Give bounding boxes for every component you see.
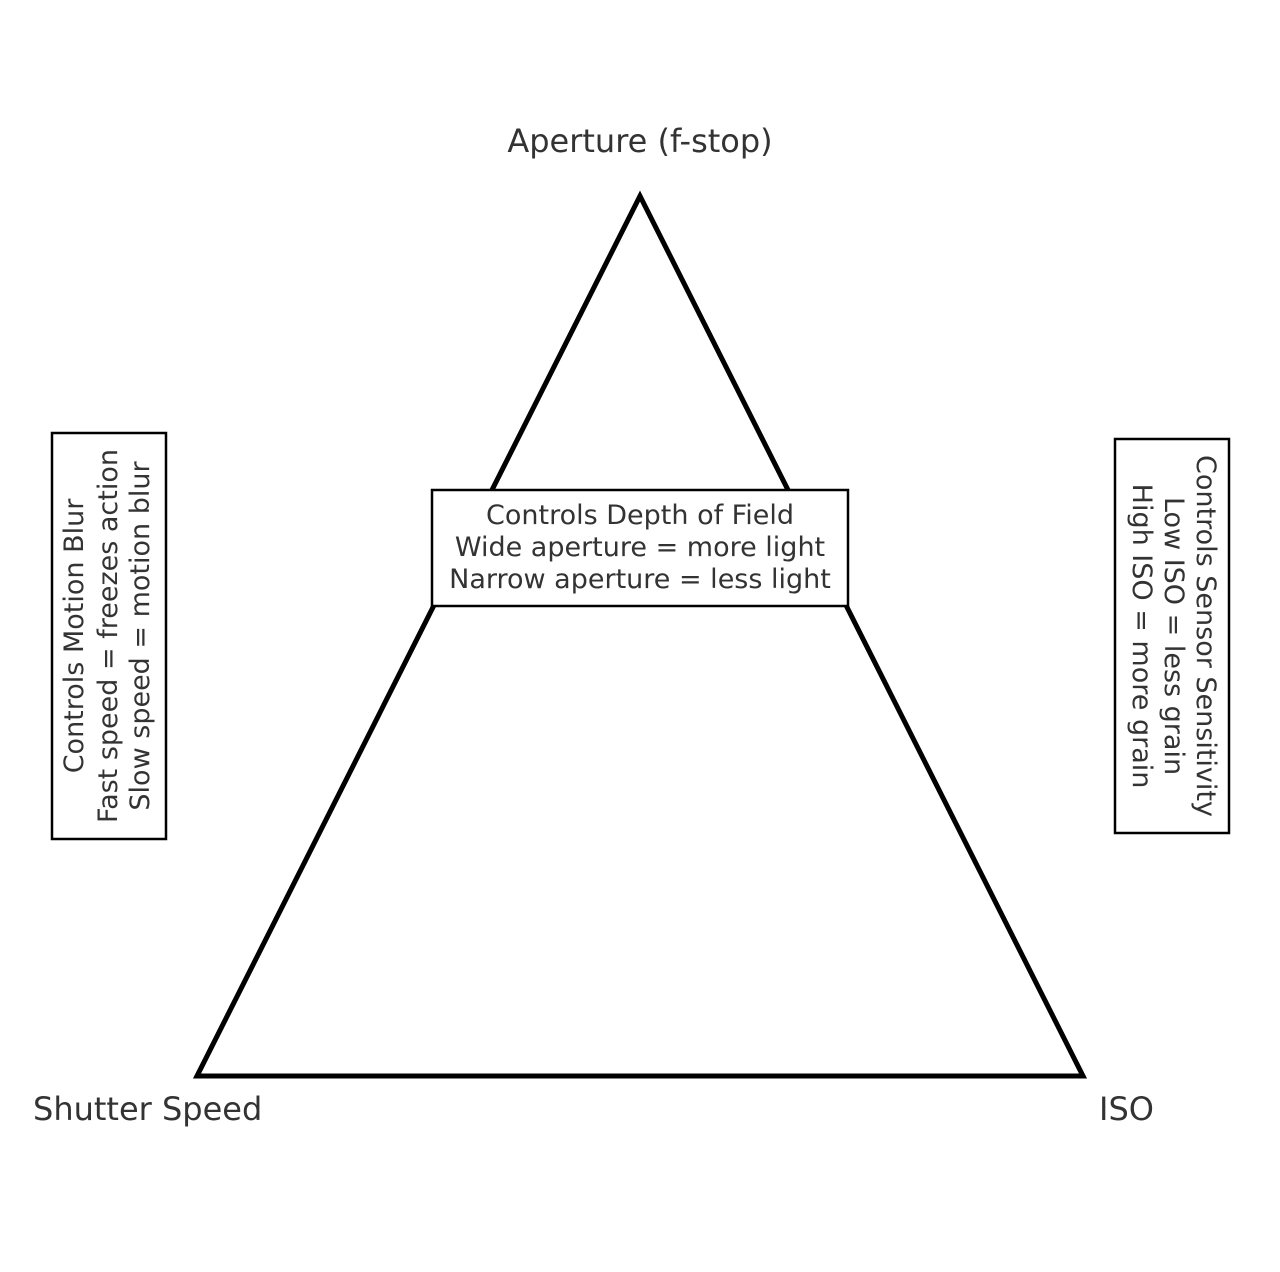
shutter-speed-note-line-1: Controls Motion Blur bbox=[59, 498, 90, 774]
shutter-speed-note: Controls Motion Blur Fast speed = freeze… bbox=[50, 431, 168, 841]
iso-note-line-1: Controls Sensor Sensitivity bbox=[1190, 455, 1221, 817]
vertex-label-iso: ISO bbox=[1099, 1090, 1154, 1128]
vertex-label-shutter-speed: Shutter Speed bbox=[33, 1090, 262, 1128]
exposure-triangle bbox=[192, 190, 1088, 1079]
iso-note: Controls Sensor Sensitivity Low ISO = le… bbox=[1113, 437, 1231, 835]
vertex-label-aperture: Aperture (f-stop) bbox=[507, 122, 772, 160]
iso-note-line-3: High ISO = more grain bbox=[1126, 484, 1157, 789]
shutter-speed-note-box bbox=[50, 431, 168, 841]
aperture-note: Controls Depth of Field Wide aperture = … bbox=[430, 488, 850, 608]
shutter-speed-note-line-2: Fast speed = freezes action bbox=[93, 449, 124, 823]
iso-note-line-2: Low ISO = less grain bbox=[1158, 497, 1189, 775]
aperture-note-box bbox=[430, 488, 850, 608]
aperture-note-line-3: Narrow aperture = less light bbox=[449, 564, 831, 595]
shutter-speed-note-line-3: Slow speed = motion blur bbox=[125, 461, 156, 811]
aperture-note-line-2: Wide aperture = more light bbox=[455, 532, 825, 563]
iso-note-box bbox=[1113, 437, 1231, 835]
aperture-note-line-1: Controls Depth of Field bbox=[486, 500, 794, 531]
